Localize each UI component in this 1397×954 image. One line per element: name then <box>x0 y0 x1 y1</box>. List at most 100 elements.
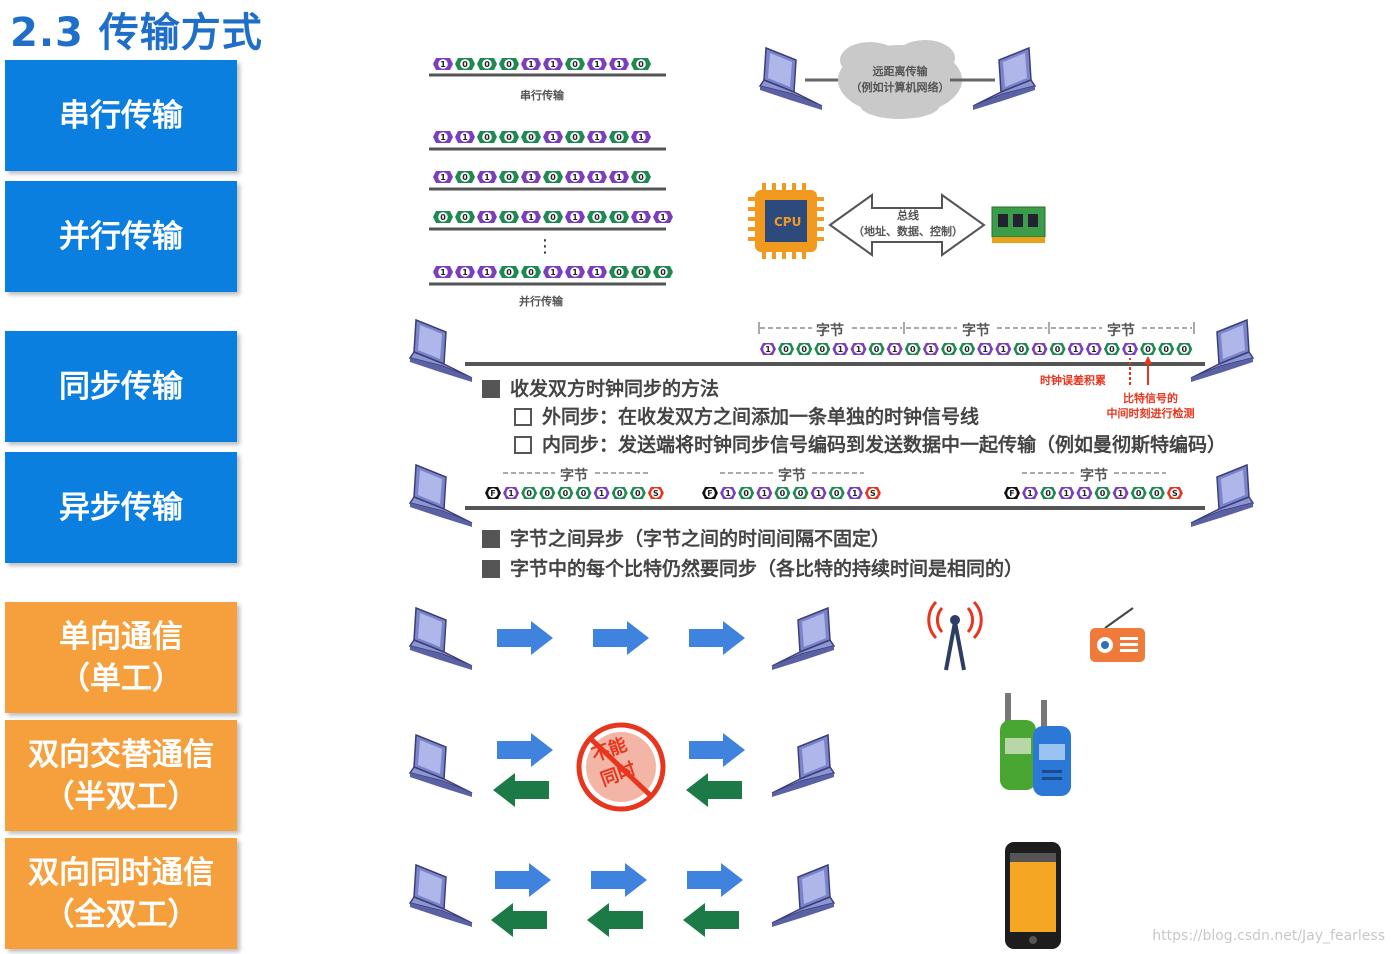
sync-internal-text: 内同步：发送端将时钟同步信号编码到发送数据中一起传输（例如曼彻斯特编码） <box>542 434 1227 456</box>
bullet-hollow-square-icon <box>514 408 532 426</box>
walkie-talkie-icon <box>1000 693 1071 796</box>
bit-value: 1 <box>528 213 534 222</box>
arrow-right-icon <box>495 863 551 897</box>
bit-value: 0 <box>563 489 569 498</box>
arrow-left-icon <box>686 773 742 807</box>
bit-chip-center <box>592 267 602 277</box>
sync-point-text: 收发双方时钟同步的方法 <box>510 378 720 400</box>
clock-error-note: 时钟误差积累 <box>1040 374 1106 387</box>
bit-value: 0 <box>506 213 512 222</box>
bit-chip-center <box>548 267 558 277</box>
memory-icon <box>991 206 1046 243</box>
arrow-right-icon <box>497 621 553 655</box>
laptop-icon <box>409 464 473 528</box>
bit-value: 1 <box>638 213 644 222</box>
full-duplex-label: 双向同时通信 <box>28 854 214 891</box>
laptop-icon <box>771 607 835 671</box>
cloud-label: 远距离传输 （例如计算机网络） <box>850 64 950 96</box>
bit-chip-center <box>548 212 558 222</box>
watermark: https://blog.csdn.net/Jay_fearless <box>1152 928 1385 944</box>
bit-chip-center <box>1133 488 1144 498</box>
sync-external-text: 外同步：在收发双方之间添加一条单独的时钟信号线 <box>542 406 980 428</box>
sync-box[interactable]: 同步传输 <box>5 331 237 442</box>
bit-value: 0 <box>1145 345 1151 354</box>
bit-chip-center <box>504 267 514 277</box>
bit-value: 0 <box>964 345 970 354</box>
bit-value: 0 <box>550 173 556 182</box>
laptop-icon <box>1190 464 1254 528</box>
bit-value: 1 <box>572 213 578 222</box>
bit-value: 0 <box>1019 345 1025 354</box>
async-point-1-text: 字节之间异步（字节之间的时间间隔不固定） <box>510 528 891 550</box>
parallel-box[interactable]: 并行传输 <box>5 181 237 292</box>
async-point-2: 字节中的每个比特仍然要同步（各比特的持续时间是相同的） <box>482 554 1023 581</box>
bit-chip-center <box>944 344 954 354</box>
bit-value: 1 <box>594 133 600 142</box>
bit-value: 1 <box>440 133 446 142</box>
bit-value: 1 <box>762 489 768 498</box>
async-label: 异步传输 <box>59 489 183 526</box>
bit-chip-center <box>570 267 580 277</box>
cpu-icon <box>748 183 824 259</box>
bit-value: 1 <box>1127 345 1133 354</box>
bit-chip-center <box>871 344 882 354</box>
bit-value: 1 <box>1064 489 1070 498</box>
bit-chip-center <box>526 212 536 222</box>
bit-value: 0 <box>638 60 644 69</box>
bit-value: 0 <box>484 133 490 142</box>
bit-chip-center <box>460 132 470 142</box>
bit-value: 1 <box>660 213 666 222</box>
bit-value: 1 <box>1037 345 1043 354</box>
bit-value: 0 <box>1055 345 1061 354</box>
half-duplex-box[interactable]: 双向交替通信（半双工） <box>5 720 237 831</box>
byte-label: 字节 <box>816 323 844 339</box>
bit-chip-center <box>482 212 492 222</box>
bit-value: 0 <box>462 60 468 69</box>
bit-chip-center <box>570 59 580 69</box>
bit-value: 0 <box>440 213 446 222</box>
bit-chip-center <box>1097 488 1108 498</box>
cpu-label: CPU <box>774 215 802 229</box>
bit-chip-center <box>592 59 602 69</box>
bit-chip-center <box>1089 344 1099 354</box>
bit-chip-center <box>614 172 624 182</box>
bit-chip-center <box>488 488 498 498</box>
bit-value: 1 <box>462 133 468 142</box>
async-box[interactable]: 异步传输 <box>5 452 237 563</box>
simplex-box[interactable]: 单向通信（单工） <box>5 602 237 713</box>
bit-value: 0 <box>1154 489 1160 498</box>
serial-box[interactable]: 串行传输 <box>5 60 237 171</box>
arrow-right-icon <box>591 863 647 897</box>
bit-chip-center <box>560 488 571 498</box>
bit-chip-center <box>1043 488 1053 498</box>
bit-value: 0 <box>783 345 789 354</box>
bit-value: 1 <box>816 489 822 498</box>
bullet-hollow-square-icon <box>514 436 532 454</box>
bit-chip-center <box>614 212 624 222</box>
bit-value: 1 <box>550 60 556 69</box>
bit-chip-center <box>1025 488 1035 498</box>
bit-chip-center <box>592 212 602 222</box>
bullet-square-icon <box>482 530 500 548</box>
bit-value: 0 <box>1109 345 1115 354</box>
full-duplex-box[interactable]: 双向同时通信（全双工） <box>5 838 237 949</box>
bit-value: 0 <box>874 345 880 354</box>
arrow-left-icon <box>493 773 549 807</box>
arrow-right-icon <box>689 621 745 655</box>
bit-value: 1 <box>599 489 605 498</box>
bit-value: F <box>490 489 495 498</box>
bit-value: 1 <box>982 345 988 354</box>
no-simultaneous-badge <box>576 722 666 812</box>
bit-value: F <box>1009 489 1014 498</box>
bit-value: 0 <box>660 268 666 277</box>
bit-chip-center <box>1161 344 1171 354</box>
bit-chip-center <box>438 267 448 277</box>
cloud-label-line2: （例如计算机网络） <box>850 81 950 94</box>
laptop-icon <box>409 864 473 928</box>
bit-chip-center <box>578 488 589 498</box>
detect-note: 比特信号的 中间时刻进行检测 <box>1103 391 1198 421</box>
laptop-icon <box>409 734 473 798</box>
bit-chip-center <box>651 488 661 498</box>
